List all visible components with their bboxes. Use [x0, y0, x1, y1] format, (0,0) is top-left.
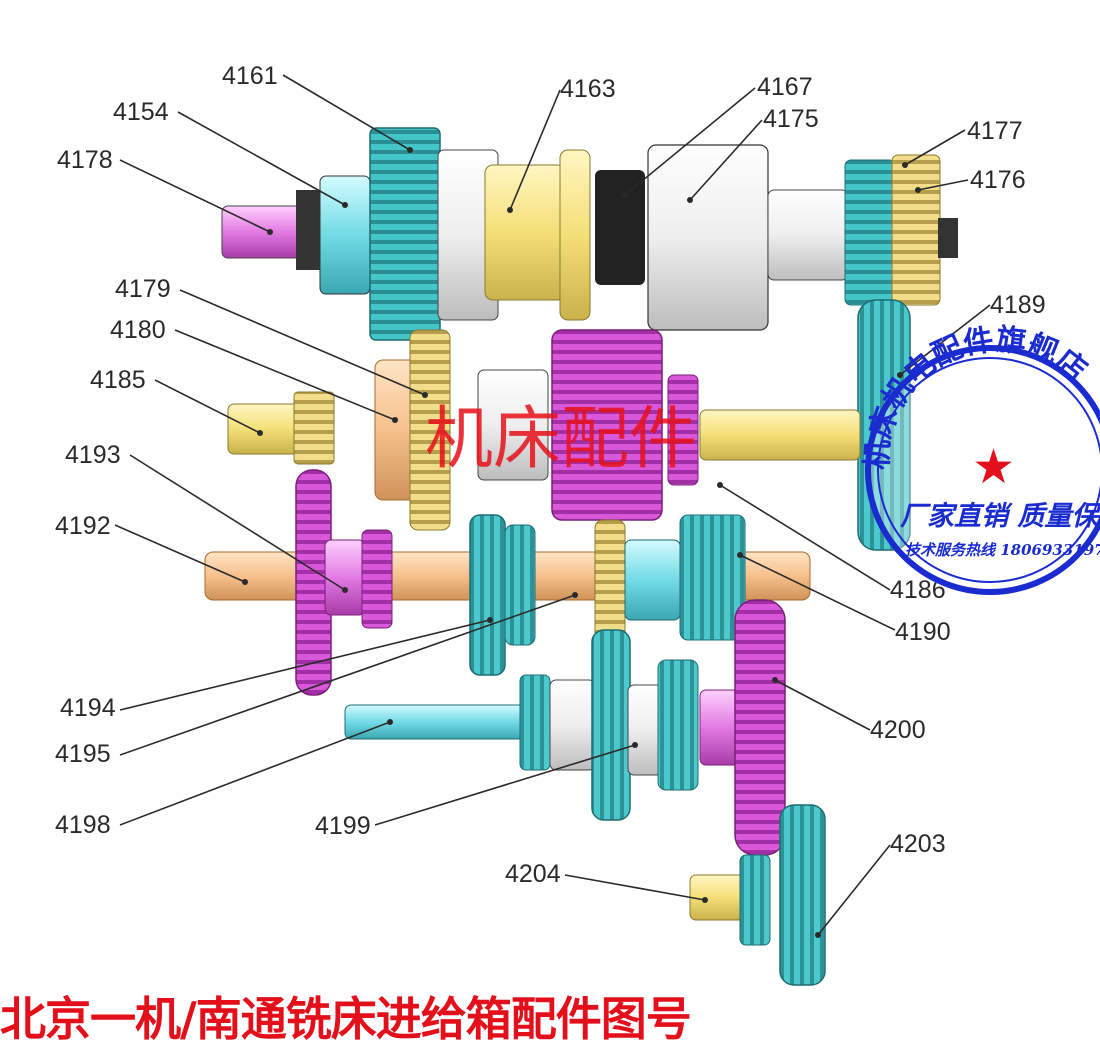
gear-small-mag [361, 529, 393, 629]
part-labels: 4161 4163 4167 4175 4154 4177 4178 4176 … [55, 62, 1046, 888]
spacer [477, 369, 549, 481]
label-4167: 4167 [757, 73, 813, 101]
fifth-shaft-assembly [689, 804, 826, 986]
label-4179: 4179 [115, 275, 171, 303]
second-shaft-assembly [227, 329, 861, 531]
hub-magenta-2 [699, 689, 741, 766]
shaft-4178 [221, 205, 305, 259]
stamp-phone-text: 技术服务热线 18069331973 [905, 541, 1100, 559]
hub-magenta [324, 539, 366, 616]
clutch-4163 [484, 164, 566, 301]
small-gear [293, 391, 335, 465]
shaft-end-nut [938, 218, 958, 258]
stamp-main-text: 厂家直销 质量保证 [900, 501, 1100, 532]
gear-4194 [469, 514, 506, 676]
label-4190: 4190 [895, 618, 951, 646]
hub-4199 [549, 679, 596, 771]
label-4185: 4185 [90, 366, 146, 394]
label-4176: 4176 [970, 166, 1026, 194]
label-4193: 4193 [65, 441, 121, 469]
label-4163: 4163 [560, 75, 616, 103]
gear-4190 [679, 514, 746, 641]
label-4192: 4192 [55, 512, 111, 540]
gear-4179 [409, 329, 451, 531]
gear-4195 [504, 524, 536, 646]
label-4177: 4177 [967, 117, 1023, 145]
star-icon: ★ [972, 439, 1015, 495]
gear-4176 [891, 154, 941, 306]
page-caption: 北京一机/南通铣床进给箱配件图号 [0, 992, 692, 1046]
gear-small-magenta [667, 374, 699, 486]
fourth-shaft-assembly [344, 599, 786, 856]
label-4204: 4204 [505, 860, 561, 888]
label-4189: 4189 [990, 291, 1046, 319]
sleeve-cyan [624, 539, 681, 621]
label-4154: 4154 [113, 98, 169, 126]
gear-4200 [734, 599, 786, 856]
gear-yellow-small [739, 854, 771, 946]
ring-4167 [595, 170, 645, 285]
label-4161: 4161 [222, 62, 278, 90]
gear-4161 [369, 127, 441, 341]
label-4200: 4200 [870, 716, 926, 744]
gear-4199 [591, 629, 631, 821]
gear-mid [657, 659, 699, 791]
third-shaft-assembly [204, 469, 811, 696]
label-4199: 4199 [315, 812, 371, 840]
label-4203: 4203 [890, 830, 946, 858]
flange-yellow [559, 149, 591, 321]
gear-left [519, 674, 551, 771]
top-shaft-assembly [221, 127, 958, 341]
label-4198: 4198 [55, 811, 111, 839]
housing-4175 [647, 144, 769, 331]
stamp-inner-ring [877, 357, 1100, 583]
label-4180: 4180 [110, 316, 166, 344]
label-4195: 4195 [55, 740, 111, 768]
shaft-4198 [344, 704, 526, 740]
label-4178: 4178 [57, 146, 113, 174]
leader-lines [114, 74, 991, 938]
shaft-right [767, 189, 849, 281]
watermark: 机床配件 [425, 400, 697, 479]
gear-4203 [779, 804, 826, 986]
gear-4177 [844, 159, 896, 306]
shop-stamp: 机床机电配件旗舰店 ★ 厂家直销 质量保证 技术服务热线 18069331973 [860, 322, 1100, 595]
stamp-outer-ring [865, 345, 1100, 595]
shaft-right-2 [699, 409, 861, 461]
sleeve-4154 [319, 175, 371, 295]
label-4194: 4194 [60, 694, 116, 722]
label-4175: 4175 [763, 105, 819, 133]
gear-yellow [594, 519, 626, 641]
